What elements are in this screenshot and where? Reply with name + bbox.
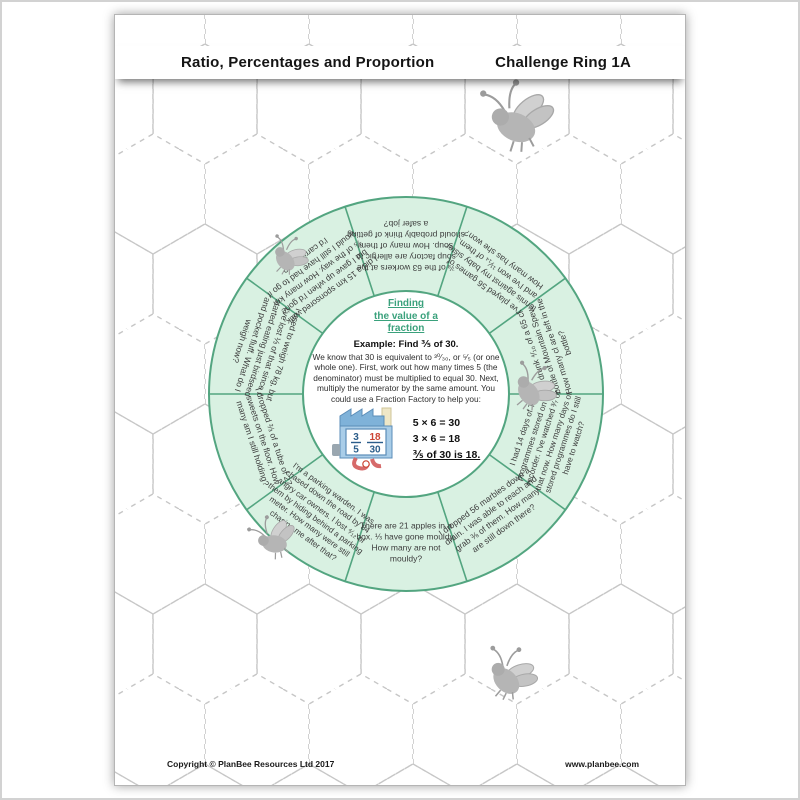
ring-segment-apples: There are 21 apples in a box. ⅓ have gon… [356,520,456,563]
website-text: www.planbee.com [565,759,639,769]
challenge-ring-label: Challenge Ring 1A [495,54,631,71]
equation-line: 3 × 6 = 18 [412,433,461,446]
center-title: Finding the value of a fraction [374,298,438,334]
footer: Copyright © PlanBee Resources Ltd 2017 w… [115,759,685,769]
challenge-ring: ⅞ of the 63 workers at the soup factory … [201,189,611,599]
page-title: Ratio, Percentages and Proportion [181,54,435,71]
ring-graphic [208,196,604,592]
factory-denominator: 5 [353,445,359,456]
worked-equations: 5 × 6 = 30 3 × 6 = 18 ⅗ of 30 is 18. [413,415,480,464]
factory-numerator: 3 [353,432,359,443]
factory-result-denominator: 30 [369,445,381,456]
equation-conclusion: ⅗ of 30 is 18. [412,449,481,462]
bee-icon [481,641,546,707]
copyright-text: Copyright © PlanBee Resources Ltd 2017 [167,759,335,769]
center-instructions: Finding the value of a fraction Example:… [309,295,503,493]
equation-line: 5 × 6 = 30 [412,416,461,429]
factory-result-numerator: 18 [369,432,381,443]
instruction-text: We know that 30 is equivalent to ³⁰⁄₃₀, … [312,351,500,404]
bee-icon [477,71,565,159]
worksheet-page: Ratio, Percentages and Proportion Challe… [114,14,686,786]
fraction-factory-icon: 3 5 18 30 [331,407,393,471]
header-bar: Ratio, Percentages and Proportion Challe… [115,46,685,79]
example-line: Example: Find ⅗ of 30. [353,338,459,350]
